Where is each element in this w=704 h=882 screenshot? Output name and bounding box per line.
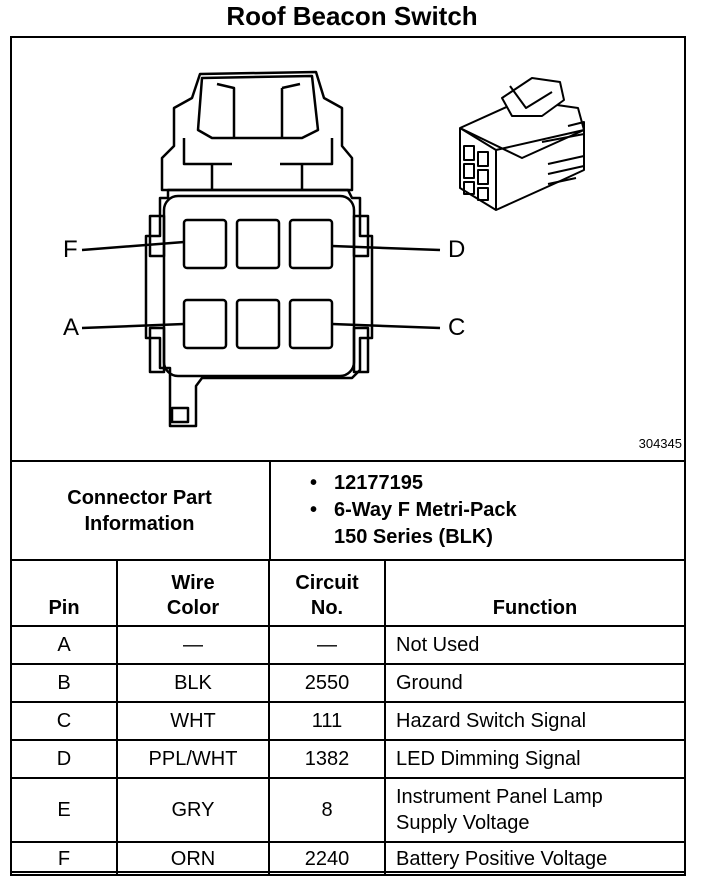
cavity-e bbox=[235, 218, 281, 270]
table-row: A — — Not Used bbox=[10, 625, 686, 665]
bullet-icon: • bbox=[310, 472, 318, 494]
connector-face-diagram bbox=[81, 70, 585, 428]
pin-cell: F bbox=[10, 841, 118, 876]
header-circuit: Circuit No. bbox=[268, 559, 386, 627]
wire-color-cell: GRY bbox=[116, 777, 270, 843]
bullet-icon: • bbox=[310, 499, 318, 521]
cavity-c bbox=[288, 298, 334, 350]
pin-cell: A bbox=[10, 625, 118, 665]
connector-description-line2: 150 Series (BLK) bbox=[334, 526, 493, 548]
function-cell: LED Dimming Signal bbox=[384, 739, 686, 779]
function-cell: Instrument Panel Lamp Supply Voltage bbox=[384, 777, 686, 843]
leader-c bbox=[331, 322, 441, 330]
connector-info-details: • 12177195 • 6-Way F Metri-Pack 150 Seri… bbox=[310, 470, 517, 551]
cavity-a bbox=[182, 298, 228, 350]
pin-label-d: D bbox=[448, 236, 466, 263]
pin-label-c: C bbox=[448, 314, 466, 341]
wire-color-cell: BLK bbox=[116, 663, 270, 703]
connector-latch bbox=[160, 70, 354, 192]
wire-color-cell: WHT bbox=[116, 701, 270, 741]
wire-color-cell: — bbox=[116, 625, 270, 665]
pin-cell: C bbox=[10, 701, 118, 741]
circuit-cell: 111 bbox=[268, 701, 386, 741]
connector-info-box: Connector Part Information • 12177195 • … bbox=[10, 460, 686, 560]
connector-body bbox=[144, 188, 374, 428]
function-line2: Supply Voltage bbox=[396, 812, 530, 834]
header-wire-color-line2: Color bbox=[166, 597, 220, 619]
header-pin: Pin bbox=[10, 559, 118, 627]
wire-color-cell: PPL/WHT bbox=[116, 739, 270, 779]
connector-isometric-view bbox=[459, 77, 585, 211]
circuit-cell: 8 bbox=[268, 777, 386, 843]
wire-color-cell: ORN bbox=[116, 841, 270, 876]
circuit-cell: 2240 bbox=[268, 841, 386, 876]
pin-cell: B bbox=[10, 663, 118, 703]
cavity-b bbox=[235, 298, 281, 350]
function-cell: Ground bbox=[384, 663, 686, 703]
table-row: B BLK 2550 Ground bbox=[10, 663, 686, 703]
header-circuit-line2: No. bbox=[310, 597, 344, 619]
cavity-f bbox=[182, 218, 228, 270]
leader-d bbox=[331, 244, 441, 252]
header-wire-color-line1: Wire bbox=[171, 572, 215, 594]
part-number: 12177195 bbox=[334, 472, 423, 494]
pin-label-a: A bbox=[63, 314, 80, 341]
connector-description-line1: 6-Way F Metri-Pack bbox=[334, 499, 517, 521]
page-title: Roof Beacon Switch bbox=[226, 1, 478, 31]
connector-info-label: Connector Part Information bbox=[10, 462, 271, 560]
pin-label-f: F bbox=[63, 236, 78, 263]
leader-a bbox=[81, 322, 185, 330]
table-row: D PPL/WHT 1382 LED Dimming Signal bbox=[10, 739, 686, 779]
leader-f bbox=[81, 240, 185, 252]
function-cell: Hazard Switch Signal bbox=[384, 701, 686, 741]
table-row: E GRY 8 Instrument Panel Lamp Supply Vol… bbox=[10, 777, 686, 843]
circuit-cell: — bbox=[268, 625, 386, 665]
figure-id: 304345 bbox=[638, 436, 682, 451]
pin-cell: E bbox=[10, 777, 118, 843]
connector-info-label-line1: Connector Part bbox=[67, 487, 212, 509]
pin-table: Pin Wire Color Circuit No. Function A — … bbox=[10, 559, 686, 876]
header-function: Function bbox=[384, 559, 686, 627]
function-cell: Battery Positive Voltage bbox=[384, 841, 686, 876]
connector-info-label-line2: Information bbox=[84, 513, 195, 535]
circuit-cell: 1382 bbox=[268, 739, 386, 779]
function-cell: Not Used bbox=[384, 625, 686, 665]
pin-cell: D bbox=[10, 739, 118, 779]
cavity-d bbox=[288, 218, 334, 270]
header-circuit-line1: Circuit bbox=[295, 572, 359, 594]
table-header-row: Pin Wire Color Circuit No. Function bbox=[10, 559, 686, 627]
function-line1: Instrument Panel Lamp bbox=[396, 786, 603, 808]
table-row: C WHT 111 Hazard Switch Signal bbox=[10, 701, 686, 741]
header-wire-color: Wire Color bbox=[116, 559, 270, 627]
circuit-cell: 2550 bbox=[268, 663, 386, 703]
table-row: F ORN 2240 Battery Positive Voltage bbox=[10, 841, 686, 876]
